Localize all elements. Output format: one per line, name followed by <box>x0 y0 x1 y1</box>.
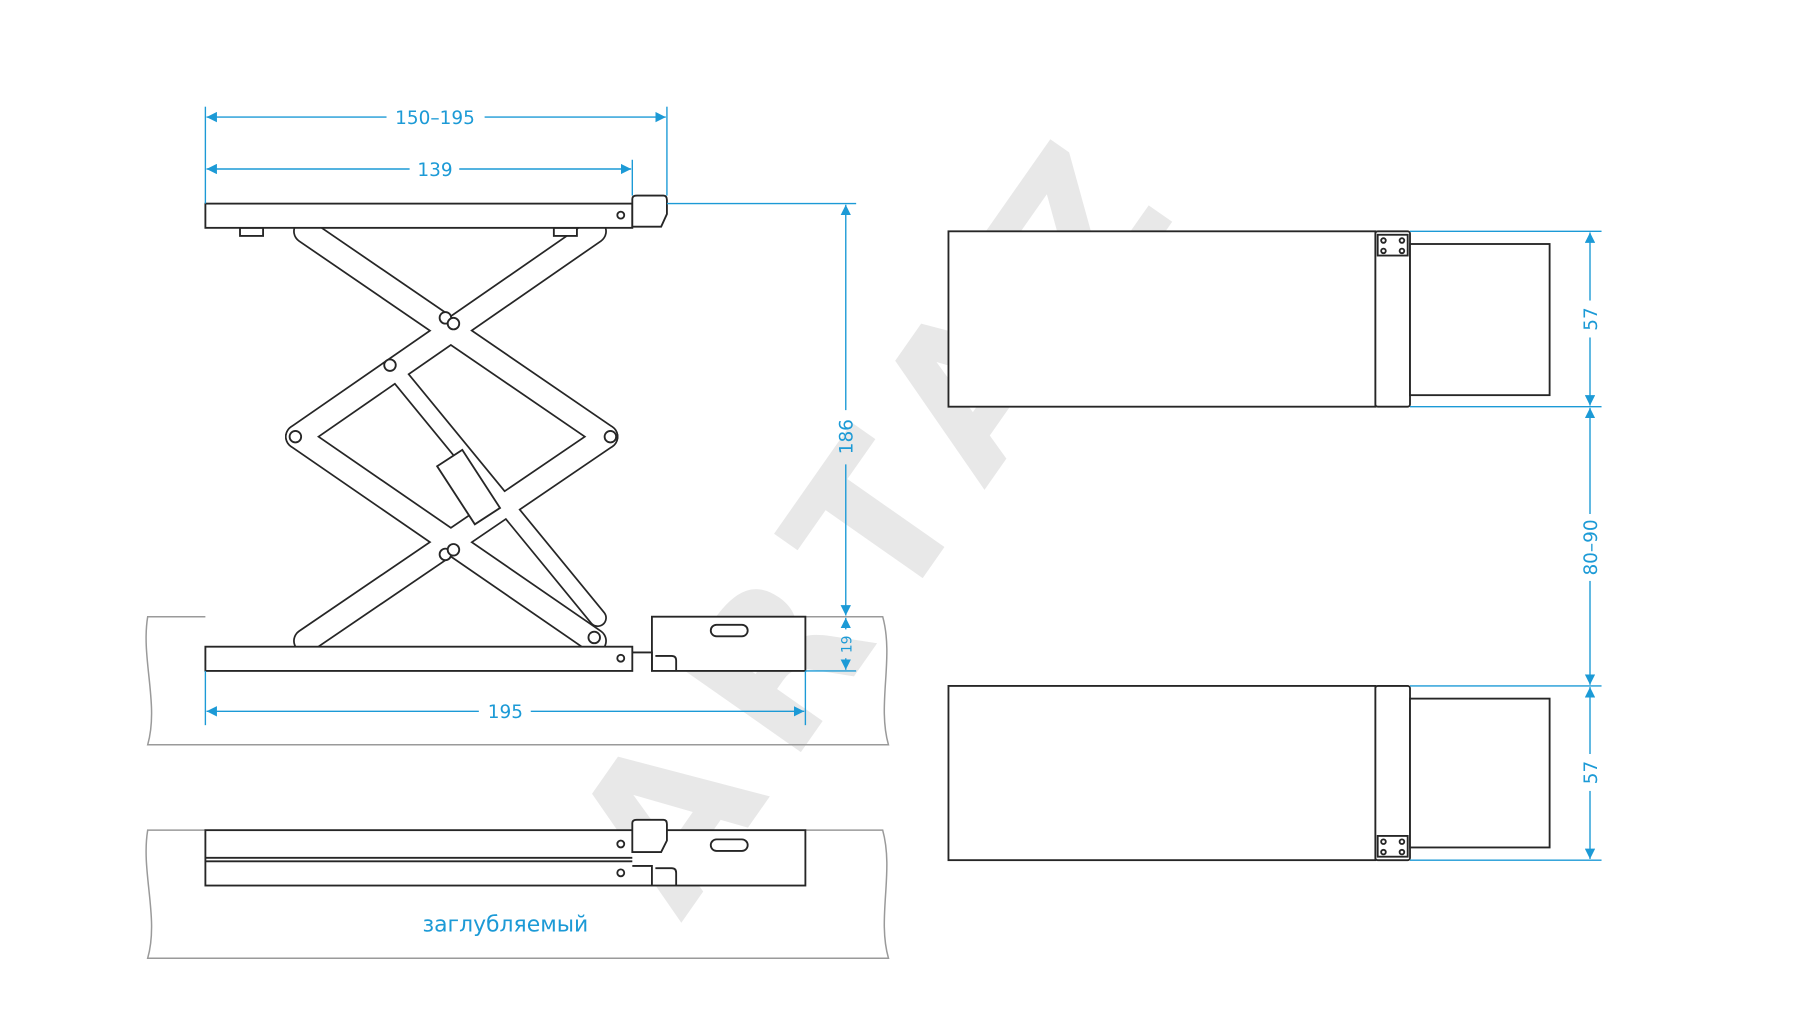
pivot-pins <box>288 311 618 645</box>
platform-extension <box>631 194 668 228</box>
recessed-caption: заглубляемый <box>422 913 588 938</box>
hydraulic-cylinder <box>435 448 502 526</box>
ground-outline-recessed <box>145 829 890 959</box>
dimension-186: 186 <box>666 202 858 616</box>
svg-text:57: 57 <box>1581 307 1602 330</box>
svg-text:80–90: 80–90 <box>1581 519 1602 575</box>
dimension-19: 19 <box>805 617 857 672</box>
side-view-raised <box>145 194 890 746</box>
platform-top <box>947 230 1551 408</box>
svg-text:195: 195 <box>488 702 523 723</box>
dimension-80-90: 80–90 <box>1581 407 1602 685</box>
dimension-139: 139 <box>206 159 633 196</box>
dimension-57-top: 57 <box>1581 232 1602 406</box>
slot <box>709 623 749 638</box>
platform-bottom <box>947 684 1551 862</box>
dimension-195: 195 <box>204 670 807 726</box>
side-view-recessed: заглубляемый <box>145 818 890 959</box>
svg-text:19: 19 <box>840 636 856 654</box>
top-platform <box>204 202 634 229</box>
plan-view: 57 80–90 57 <box>947 230 1602 862</box>
base-frame <box>204 645 634 672</box>
dimension-150-195: 150–195 <box>204 106 668 204</box>
scissor-arms <box>285 218 619 654</box>
ground-outline <box>145 615 890 746</box>
dimension-57-bottom: 57 <box>1581 687 1602 859</box>
svg-text:150–195: 150–195 <box>395 108 475 129</box>
svg-text:186: 186 <box>837 419 858 454</box>
svg-text:139: 139 <box>417 160 452 181</box>
svg-text:57: 57 <box>1581 761 1602 784</box>
